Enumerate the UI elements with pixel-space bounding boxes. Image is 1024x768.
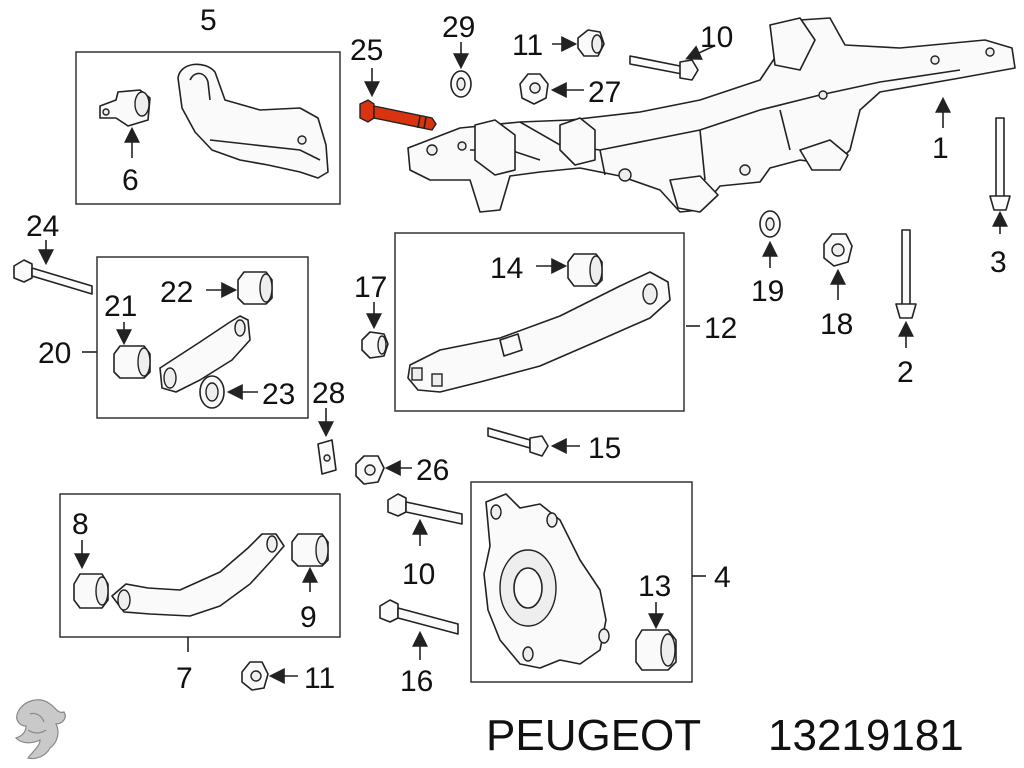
callout-2: 2	[897, 356, 914, 389]
callout-9: 9	[300, 601, 317, 634]
nut-27	[519, 73, 549, 105]
callout-23: 23	[262, 378, 295, 411]
callout-20: 20	[38, 337, 71, 370]
callout-6: 6	[122, 164, 139, 197]
callout-4: 4	[714, 561, 731, 594]
bushing-13	[635, 629, 677, 671]
nut-26	[355, 455, 385, 485]
callout-29: 29	[442, 11, 475, 44]
group-box-5	[75, 51, 341, 205]
lower-arm-12	[407, 271, 671, 393]
bolt-3	[989, 117, 1011, 211]
callout-5: 5	[200, 4, 217, 37]
callout-21: 21	[104, 290, 137, 323]
callout-22: 22	[160, 276, 193, 309]
brand-name: PEUGEOT	[486, 711, 701, 760]
leader-10-top	[685, 45, 715, 60]
callout-16: 16	[400, 665, 433, 698]
link-20	[159, 315, 251, 393]
subframe	[407, 17, 1016, 213]
bolt-25-highlighted	[359, 99, 437, 131]
washer-29	[450, 70, 472, 98]
callout-11a: 11	[512, 29, 543, 62]
trailing-bracket	[177, 63, 329, 179]
callout-12: 12	[704, 312, 737, 345]
bushing-22	[237, 271, 273, 305]
bushing-17	[361, 331, 389, 359]
knuckle-4	[483, 493, 610, 669]
bushing-23	[199, 375, 225, 409]
group-box-4	[470, 481, 693, 683]
washer-19	[759, 210, 781, 238]
callout-3: 3	[990, 246, 1007, 279]
part-number: 13219181	[768, 711, 964, 760]
lion-logo-icon	[14, 699, 66, 760]
arm-7	[111, 533, 285, 617]
nut-18	[823, 233, 853, 267]
callout-28: 28	[312, 377, 345, 410]
callout-1: 1	[932, 132, 949, 165]
group-box-12	[394, 232, 685, 412]
group-box-20	[96, 256, 309, 419]
group-box-7	[59, 493, 341, 638]
callout-10a: 10	[700, 21, 733, 54]
callout-18: 18	[820, 308, 853, 341]
bushing-21	[113, 345, 151, 379]
callout-19: 19	[751, 275, 784, 308]
bushing-9	[291, 533, 329, 567]
plate-28	[317, 439, 337, 475]
bolt-10-top	[629, 55, 699, 81]
bolt-24	[13, 259, 93, 295]
callout-13: 13	[638, 570, 671, 603]
callout-8: 8	[72, 508, 89, 541]
callout-24: 24	[26, 210, 59, 243]
callout-11b: 11	[304, 662, 335, 695]
callout-7: 7	[176, 662, 193, 695]
bolt-10-lower	[387, 493, 463, 525]
bolt-2	[895, 229, 917, 319]
bolt-15	[487, 427, 549, 457]
bushing-6	[99, 89, 151, 127]
nut-11-lower	[241, 661, 269, 691]
callout-15: 15	[588, 432, 621, 465]
bolt-16	[379, 599, 459, 635]
callout-26: 26	[416, 454, 449, 487]
callout-27: 27	[588, 76, 621, 109]
callout-14: 14	[490, 252, 523, 285]
callout-25: 25	[350, 34, 383, 67]
bushing-14	[567, 253, 603, 287]
nut-11-top	[577, 29, 605, 57]
callout-10b: 10	[402, 558, 435, 591]
callout-17: 17	[354, 271, 387, 304]
bushing-8	[73, 573, 109, 609]
